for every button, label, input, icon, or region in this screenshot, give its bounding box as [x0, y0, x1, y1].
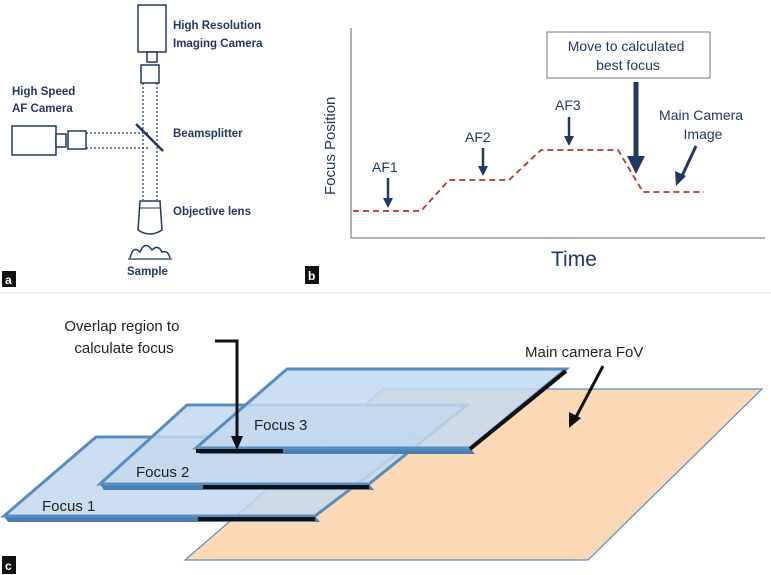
high-res-camera-lens: [140, 64, 160, 84]
objective-lens: [137, 200, 163, 235]
move-to-best-focus-box: [546, 31, 711, 79]
slide-3-edge-bar: [468, 369, 568, 451]
panel-a-badge: [2, 271, 16, 287]
beamsplitter: [135, 123, 164, 152]
panel-a-label: a: [5, 273, 12, 287]
overlap-region-label: Overlap region to calculate focus: [64, 318, 183, 357]
af-camera-body: [11, 125, 57, 156]
af1-label: AF1: [372, 159, 398, 175]
objective-lens-label: Objective lens: [173, 206, 251, 218]
high-res-camera-mount: [146, 51, 158, 63]
focus-3-label: Focus 3: [254, 417, 307, 434]
af2-label: AF2: [465, 129, 491, 145]
main-camera-image-label: Main Camera Image: [659, 107, 747, 142]
fov-arrow-head: [569, 412, 581, 428]
move-to-best-focus-text: Move to calculated best focus: [568, 38, 689, 73]
fov-arrow-shaft: [574, 365, 605, 418]
panel-c-label: c: [5, 559, 12, 573]
af-camera-label: High Speed AF Camera: [12, 86, 78, 115]
af3-arrow-head: [564, 136, 574, 146]
best-focus-arrow-head: [627, 156, 645, 174]
focus-trace: [353, 149, 704, 212]
panel-c-badge: [2, 556, 16, 574]
overlap-arrow-head: [231, 436, 243, 450]
main-camera-arrow-head: [675, 171, 686, 186]
af3-label: AF3: [555, 97, 581, 113]
high-res-camera-label: High Resolution Imaging Camera: [173, 20, 264, 50]
slide-3-top: [191, 367, 571, 450]
high-res-camera-body: [137, 4, 167, 53]
beamsplitter-label: Beamsplitter: [173, 128, 243, 140]
main-camera-fov-label: Main camera FoV: [525, 344, 643, 361]
panel-a: High Resolution Imaging Camera High Spee…: [2, 4, 264, 287]
y-axis-label: Focus Position: [322, 97, 339, 195]
af2-arrow-head: [478, 166, 488, 176]
slide-focus-3: [191, 367, 571, 454]
focus-2-label: Focus 2: [136, 464, 189, 481]
panel-b: Focus Position Time AF1 AF2 AF3 Move to …: [305, 28, 765, 284]
panel-c: Focus 1 Focus 2 Focus 3 Overlap region t…: [0, 318, 764, 574]
main-camera-arrow-shaft: [680, 145, 698, 177]
af-camera-lens: [67, 130, 87, 150]
sample-shape: [129, 244, 171, 259]
panel-b-badge: [305, 266, 319, 284]
af-camera-mount: [55, 133, 67, 148]
x-axis-label: Time: [551, 248, 597, 271]
panel-b-label: b: [308, 269, 315, 283]
sample-label: Sample: [127, 266, 168, 278]
af1-arrow-head: [383, 198, 393, 208]
focus-1-label: Focus 1: [42, 498, 95, 515]
overlap-arrow-shaft: [215, 339, 239, 438]
